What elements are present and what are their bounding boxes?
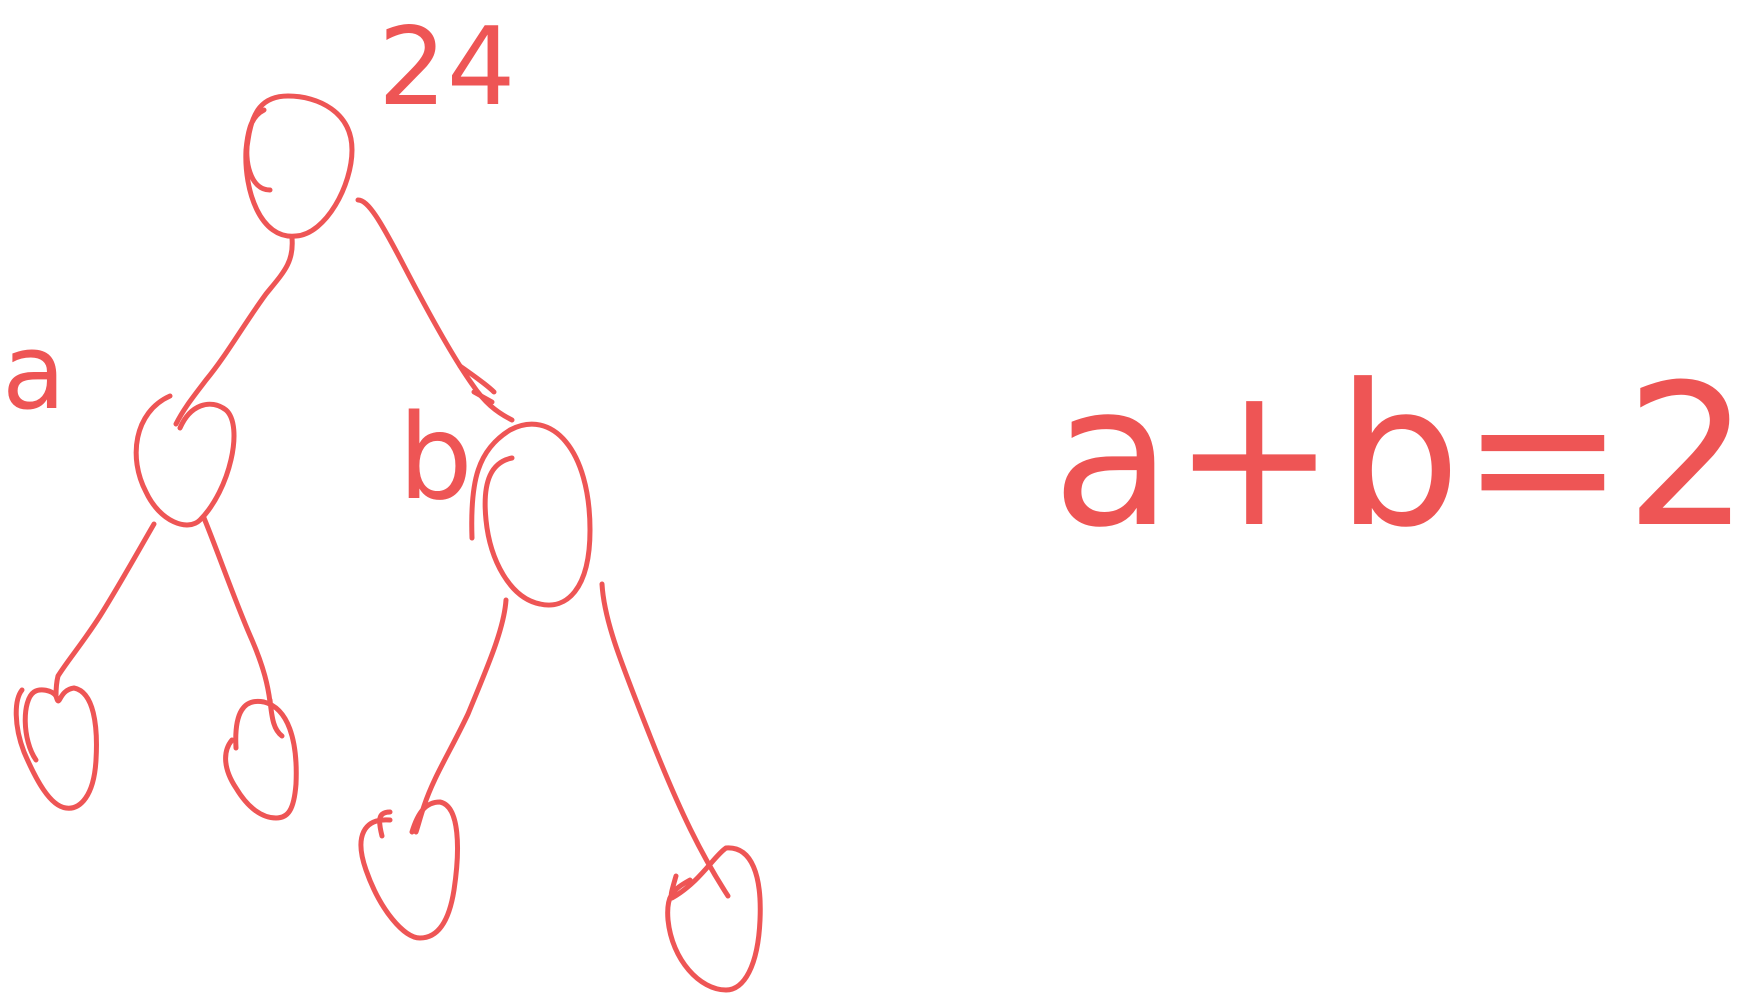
root-label: 24 (378, 5, 515, 130)
root-node (243, 93, 355, 239)
right-left-leaf-node (358, 799, 460, 941)
edge-left-to-left-leaf (53, 521, 157, 699)
right-child-node (469, 421, 593, 608)
edge-right-to-left-leaf (413, 597, 509, 835)
right-edge-label: b (398, 388, 473, 526)
edge-left-to-right-leaf (201, 515, 273, 705)
right-right-leaf-node (665, 845, 763, 993)
edge-right-to-right-leaf (599, 581, 731, 899)
left-left-leaf-node (13, 685, 99, 811)
ink-layer (13, 93, 763, 993)
edge-tick-mark (457, 363, 497, 405)
edge-root-to-left (173, 235, 295, 427)
equation-text: a+b=24 (1052, 343, 1754, 571)
left-edge-label: a (2, 311, 66, 433)
left-right-leaf-node (223, 697, 299, 821)
left-child-node (133, 393, 237, 528)
